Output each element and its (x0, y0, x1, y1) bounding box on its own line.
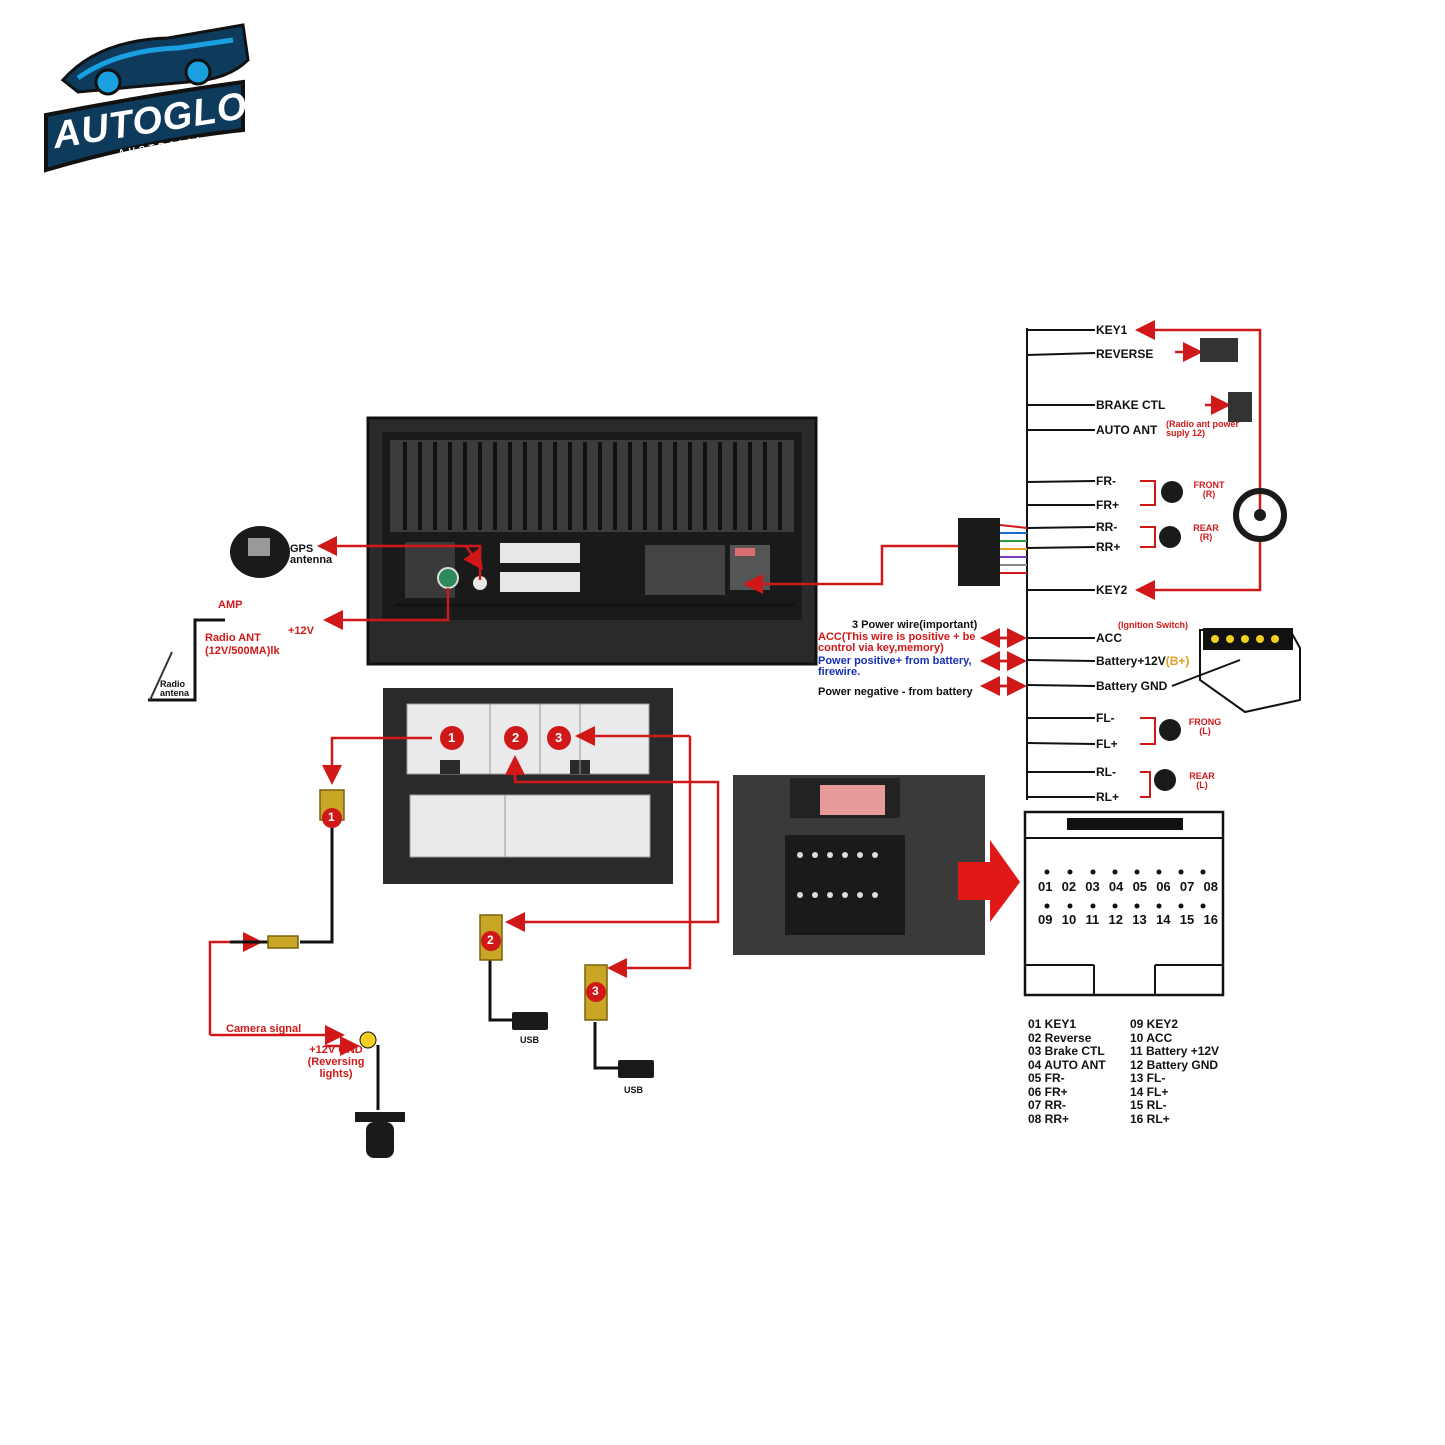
speaker-icons (1154, 481, 1183, 791)
gps-antenna-label: GPS antenna (290, 543, 333, 566)
camera-power-label: +12V GND (Reversing lights) (307, 1044, 365, 1080)
big-arrow-icon (958, 840, 1020, 922)
wire-reverse: REVERSE (1096, 347, 1154, 361)
pin-08: 08 (1203, 879, 1218, 894)
amp-label: AMP (218, 599, 243, 611)
pinout-box (1023, 810, 1225, 997)
ignition-label: (Ignition Switch) (1118, 620, 1188, 630)
pin-list-item: 10 ACC (1130, 1030, 1173, 1045)
wire-fr-minus: FR- (1096, 474, 1116, 488)
radio-ant-label: Radio ANT (12V/500MA)lk (205, 632, 280, 657)
pin-list-item: 08 RR+ (1028, 1111, 1070, 1126)
wire-acc: ACC (1096, 631, 1122, 645)
pin-07: 07 (1179, 879, 1195, 894)
pin-09: 09 (1038, 912, 1053, 927)
wire-battery-gnd: Battery GND (1096, 679, 1168, 693)
reverse-light-icon (1200, 338, 1238, 362)
battery-icon (1171, 628, 1301, 714)
wire-rr-minus: RR- (1096, 520, 1118, 534)
pin-list-item: 04 AUTO ANT (1028, 1057, 1106, 1072)
auto-ant-note: (Radio ant power suply 12) (1166, 419, 1240, 438)
wire-rl-plus: RL+ (1096, 790, 1120, 804)
wire-fl-plus: FL+ (1096, 737, 1118, 751)
wire-battery-text: Battery+12V (1096, 654, 1166, 668)
usb-plug-icons (512, 1012, 654, 1078)
radio-antenna-icon (149, 651, 173, 701)
wire-auto-ant: AUTO ANT (1096, 423, 1158, 437)
front-l-label: FRONG (L) (1188, 717, 1222, 736)
camera-signal-label: Camera signal (226, 1023, 302, 1035)
harness-plug (958, 518, 1028, 586)
steering-wheel-icon (1233, 488, 1287, 542)
pin-03: 03 (1085, 879, 1100, 894)
fuse-connector-photo (733, 775, 985, 955)
pin-list-left: 01 KEY1 02 Reverse 03 Brake CTL 04 AUTO … (1028, 1017, 1106, 1126)
usb-label-2: USB (520, 1035, 540, 1045)
connector-1-number: 1 (448, 730, 456, 745)
pin-01: 01 (1038, 879, 1053, 894)
wire-rr-plus: RR+ (1096, 540, 1121, 554)
pin-02: 02 (1061, 879, 1077, 894)
plug-2-number: 2 (487, 933, 494, 947)
pin-list-item: 01 KEY1 (1028, 1017, 1077, 1031)
pin-15: 15 (1179, 912, 1195, 927)
pin-12: 12 (1108, 912, 1123, 927)
pin-14: 14 (1156, 912, 1171, 927)
pin-16: 16 (1203, 912, 1218, 927)
pin-list-item: 14 FL+ (1130, 1084, 1169, 1099)
pin-list-item: 02 Reverse (1028, 1030, 1092, 1045)
pin-list-item: 05 FR- (1028, 1071, 1065, 1085)
pin-list-item: 16 RL+ (1130, 1111, 1170, 1126)
rear-l-label: REAR (L) (1189, 771, 1215, 790)
wire-rl-minus: RL- (1096, 765, 1116, 779)
reversing-camera-icon (355, 1031, 405, 1158)
radio-antenna-label: Radio antena (160, 679, 190, 698)
wire-fr-plus: FR+ (1096, 498, 1120, 512)
plug-3-number: 3 (592, 984, 599, 998)
gps-antenna-icon (230, 526, 290, 578)
wire-battery-suffix: (B+) (1165, 654, 1190, 668)
pin-06: 06 (1156, 879, 1171, 894)
connector-3-number: 3 (555, 730, 563, 745)
battery-note: Power positive+ from battery, firewire. (818, 655, 972, 678)
pin-list-item: 07 RR- (1028, 1098, 1067, 1112)
autoglo-logo: AUTOGLO AUSTRALIA (38, 20, 258, 175)
connector-2-number: 2 (512, 730, 520, 745)
pin-list-right: 09 KEY2 10 ACC 11 Battery +12V 12 Batter… (1130, 1017, 1220, 1126)
wire-key1: KEY1 (1096, 323, 1128, 337)
wire-bus (1026, 328, 1096, 800)
pin-04: 04 (1108, 879, 1124, 894)
pin-list-item: 11 Battery +12V (1130, 1044, 1220, 1058)
wire-key2: KEY2 (1096, 583, 1128, 597)
pin-11: 11 (1085, 912, 1100, 927)
connector-photo (383, 688, 673, 884)
wire-battery: Battery+12V(B+) (1096, 655, 1189, 667)
pin-13: 13 (1132, 912, 1147, 927)
pin-list-item: 12 Battery GND (1130, 1057, 1219, 1072)
head-unit-back (366, 416, 818, 666)
pin-row-top: 01 02 03 04 05 06 07 08 (1038, 880, 1218, 893)
plug-1-number: 1 (328, 810, 335, 824)
pin-list-item: 15 RL- (1130, 1098, 1167, 1112)
brake-icon (1228, 392, 1252, 422)
pin-list-item: 03 Brake CTL (1028, 1044, 1105, 1058)
usb-label-3: USB (624, 1085, 644, 1095)
pin-row-bottom: 09 10 11 12 13 14 15 16 (1038, 913, 1218, 926)
pin-list-item: 06 FR+ (1028, 1084, 1068, 1099)
gnd-note: Power negative - from battery (818, 686, 973, 698)
rear-r-label: REAR (R) (1193, 523, 1219, 542)
pin-list-item: 09 KEY2 (1130, 1017, 1179, 1031)
pin-05: 05 (1132, 879, 1148, 894)
front-r-label: FRONT (R) (1193, 480, 1225, 499)
car-logo-icon (44, 23, 250, 173)
wire-fl-minus: FL- (1096, 711, 1115, 725)
wire-brake: BRAKE CTL (1096, 398, 1166, 412)
acc-note: ACC(This wire is positive + be control v… (818, 631, 976, 654)
plus12v-label: +12V (288, 625, 314, 637)
pin-10: 10 (1061, 912, 1077, 927)
power-title: 3 Power wire(important) (852, 619, 978, 631)
pin-list-item: 13 FL- (1130, 1071, 1166, 1085)
connector-number-badges (322, 726, 606, 1002)
